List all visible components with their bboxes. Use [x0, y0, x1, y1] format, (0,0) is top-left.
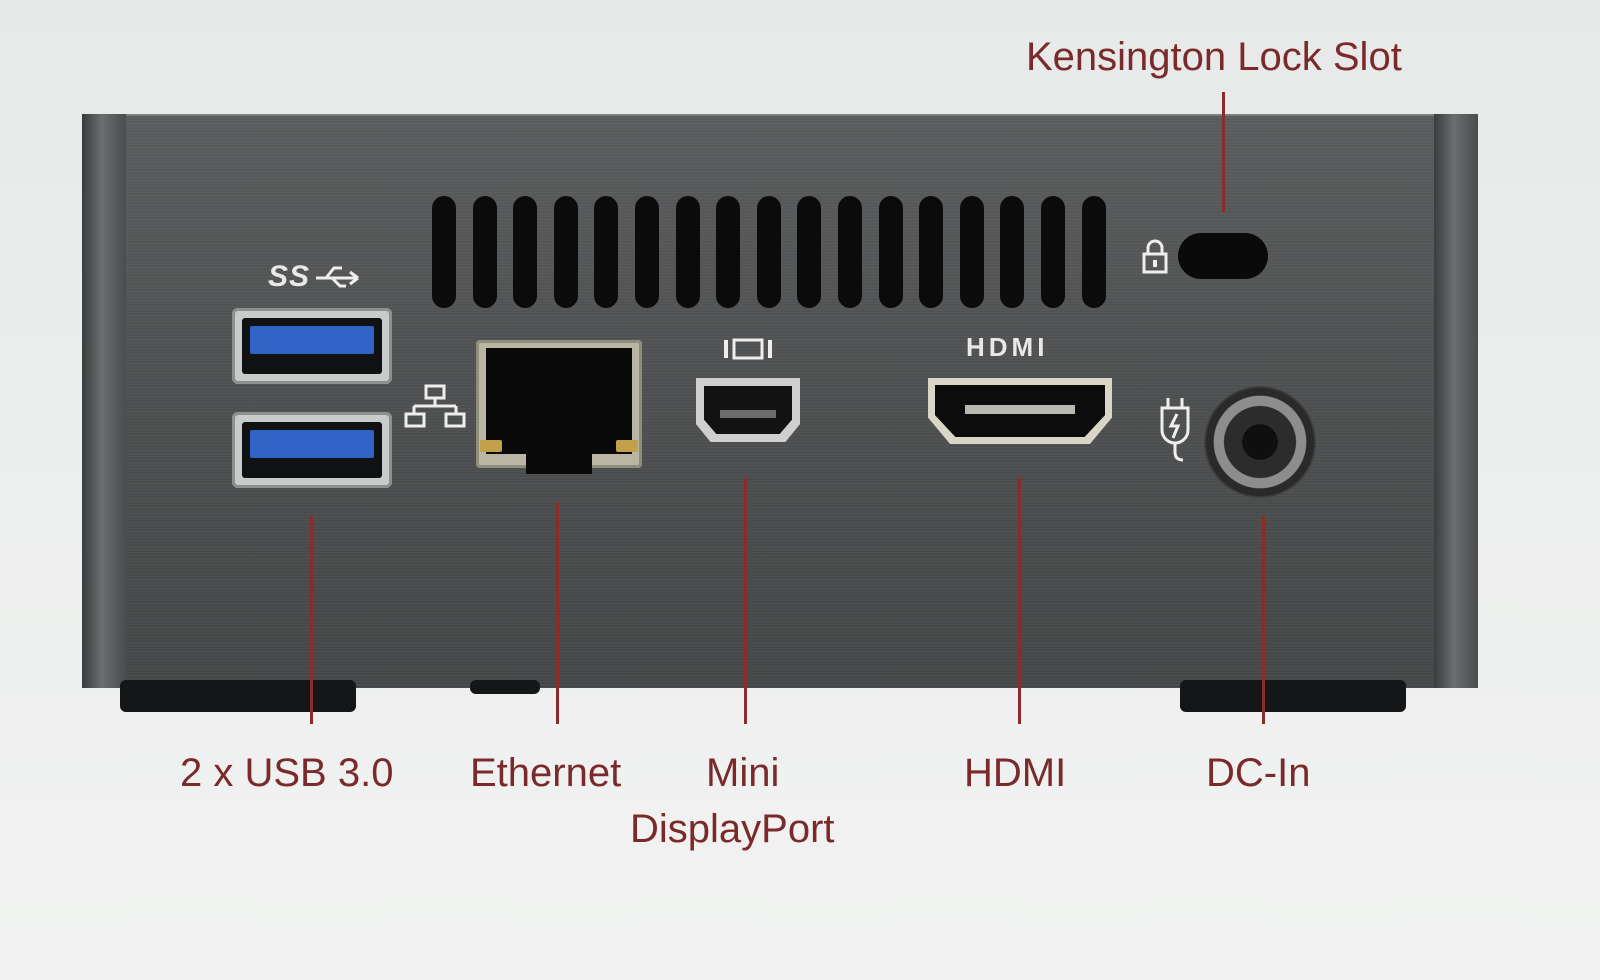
- vent-slot: [675, 196, 700, 308]
- foot-middle: [470, 680, 540, 694]
- label-hdmi: HDMI: [964, 751, 1067, 795]
- pointer-usb: [310, 516, 313, 724]
- label-displayport: DisplayPort: [630, 807, 835, 851]
- dc-in-jack[interactable]: [1204, 386, 1316, 498]
- vent-slot: [513, 196, 538, 308]
- lock-icon: [1142, 239, 1168, 274]
- vent-slot: [472, 196, 497, 308]
- label-ethernet: Ethernet: [470, 751, 622, 795]
- foot-right: [1180, 680, 1406, 712]
- usb-port-bottom[interactable]: [232, 412, 392, 488]
- vent-slot: [553, 196, 578, 308]
- vent-slot: [838, 196, 862, 308]
- vent-slot: [1000, 196, 1025, 308]
- pointer-kensington: [1222, 92, 1225, 212]
- vent-slot: [635, 196, 659, 308]
- power-plug-icon: [1160, 398, 1190, 462]
- vent-slot: [797, 196, 822, 308]
- pointer-mini-displayport: [744, 478, 747, 724]
- displayport-icon: [724, 338, 772, 360]
- vent-slot: [716, 196, 741, 308]
- hdmi-logo-icon: HDMI: [966, 332, 1049, 362]
- hdmi-port[interactable]: [928, 378, 1112, 444]
- label-dc-in: DC-In: [1206, 751, 1311, 795]
- vent-slot: [919, 196, 944, 308]
- vent-slot: [1081, 196, 1106, 308]
- ethernet-port[interactable]: [476, 340, 642, 474]
- vent-slot: [594, 196, 619, 308]
- mini-displayport[interactable]: [696, 378, 800, 442]
- vent-slot: [959, 196, 984, 308]
- usb-superspeed-icon: SS: [268, 260, 311, 293]
- vent-slot: [1041, 196, 1065, 308]
- pointer-ethernet: [556, 502, 559, 724]
- vent-slot: [878, 196, 903, 308]
- network-icon: [404, 384, 466, 428]
- vent-slot: [432, 196, 456, 308]
- usb-port-top[interactable]: [232, 308, 392, 384]
- label-kensington-lock-slot: Kensington Lock Slot: [1026, 35, 1402, 79]
- pointer-hdmi: [1018, 478, 1021, 724]
- label-usb: 2 x USB 3.0: [180, 751, 394, 795]
- label-mini: Mini: [706, 751, 780, 795]
- kensington-lock-slot[interactable]: [1178, 233, 1268, 279]
- foot-left: [120, 680, 356, 712]
- pointer-dc-in: [1262, 516, 1265, 724]
- vent-slot: [756, 196, 781, 308]
- usb-trident-icon: [316, 266, 359, 288]
